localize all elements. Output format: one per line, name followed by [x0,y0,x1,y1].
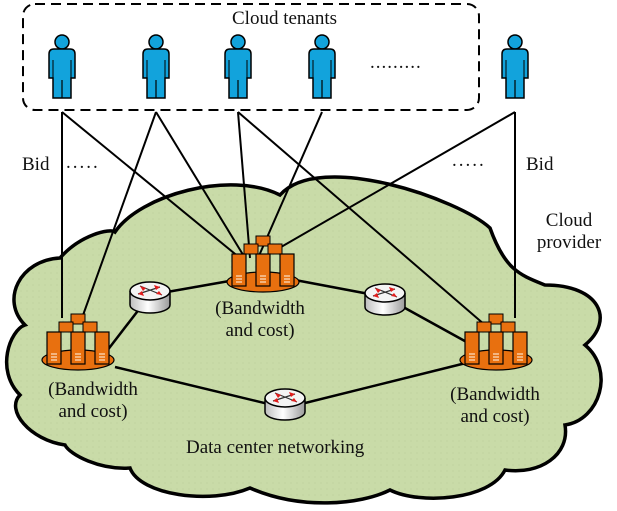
network-label: Data center networking [186,437,365,458]
dc-right-label-line-2: and cost) [460,406,530,427]
tenant-person-icon [48,34,76,99]
provider-label-line-1: Cloud [545,210,593,231]
router-icon [129,281,171,314]
dc-left-label-line-2: and cost) [58,401,128,422]
tenants-box [22,3,480,111]
router-icon [364,283,406,316]
dc-top-label-line-2: and cost) [225,320,295,341]
tenant-person-icon [308,34,336,99]
router-group [129,281,406,421]
network-link [284,360,471,410]
bid-label-left: Bid [22,154,50,175]
bid-line [257,111,323,259]
bid-dots-left: ..... [66,152,100,173]
bid-label-right: Bid [526,154,554,175]
bid-lines [61,111,516,326]
data-center-server-icon [226,235,300,293]
bid-line [237,111,486,326]
tenants-title: Cloud tenants [232,8,338,29]
bid-line [61,111,241,259]
data-center-server-icon [459,313,533,371]
dc-left-label-line-1: (Bandwidth [48,379,138,400]
dc-right-label: (Bandwidth and cost) [440,384,550,428]
tenant-person-icon [224,34,252,99]
bid-line [261,111,516,259]
dc-top-label-line-1: (Bandwidth [215,298,305,319]
bid-line [237,111,251,259]
tenant-person-icon [142,34,170,99]
router-icon [264,388,306,421]
network-link [114,365,286,410]
tenant-ellipsis: ......... [370,52,422,73]
tenant-person-icon [501,34,529,99]
bid-line [81,111,157,319]
cloud-provider-shape [4,175,603,505]
data-center-server-icon [41,313,115,371]
bid-line [155,111,246,259]
dc-top-label: (Bandwidth and cost) [205,298,315,342]
provider-label-line-2: provider [536,232,602,253]
bid-dots-right: ..... [452,150,486,171]
provider-label: Cloud provider [524,210,614,254]
data-center-group [41,235,533,371]
dc-left-label: (Bandwidth and cost) [38,379,148,423]
tenant-group [48,34,529,99]
dc-right-label-line-1: (Bandwidth [450,384,540,405]
